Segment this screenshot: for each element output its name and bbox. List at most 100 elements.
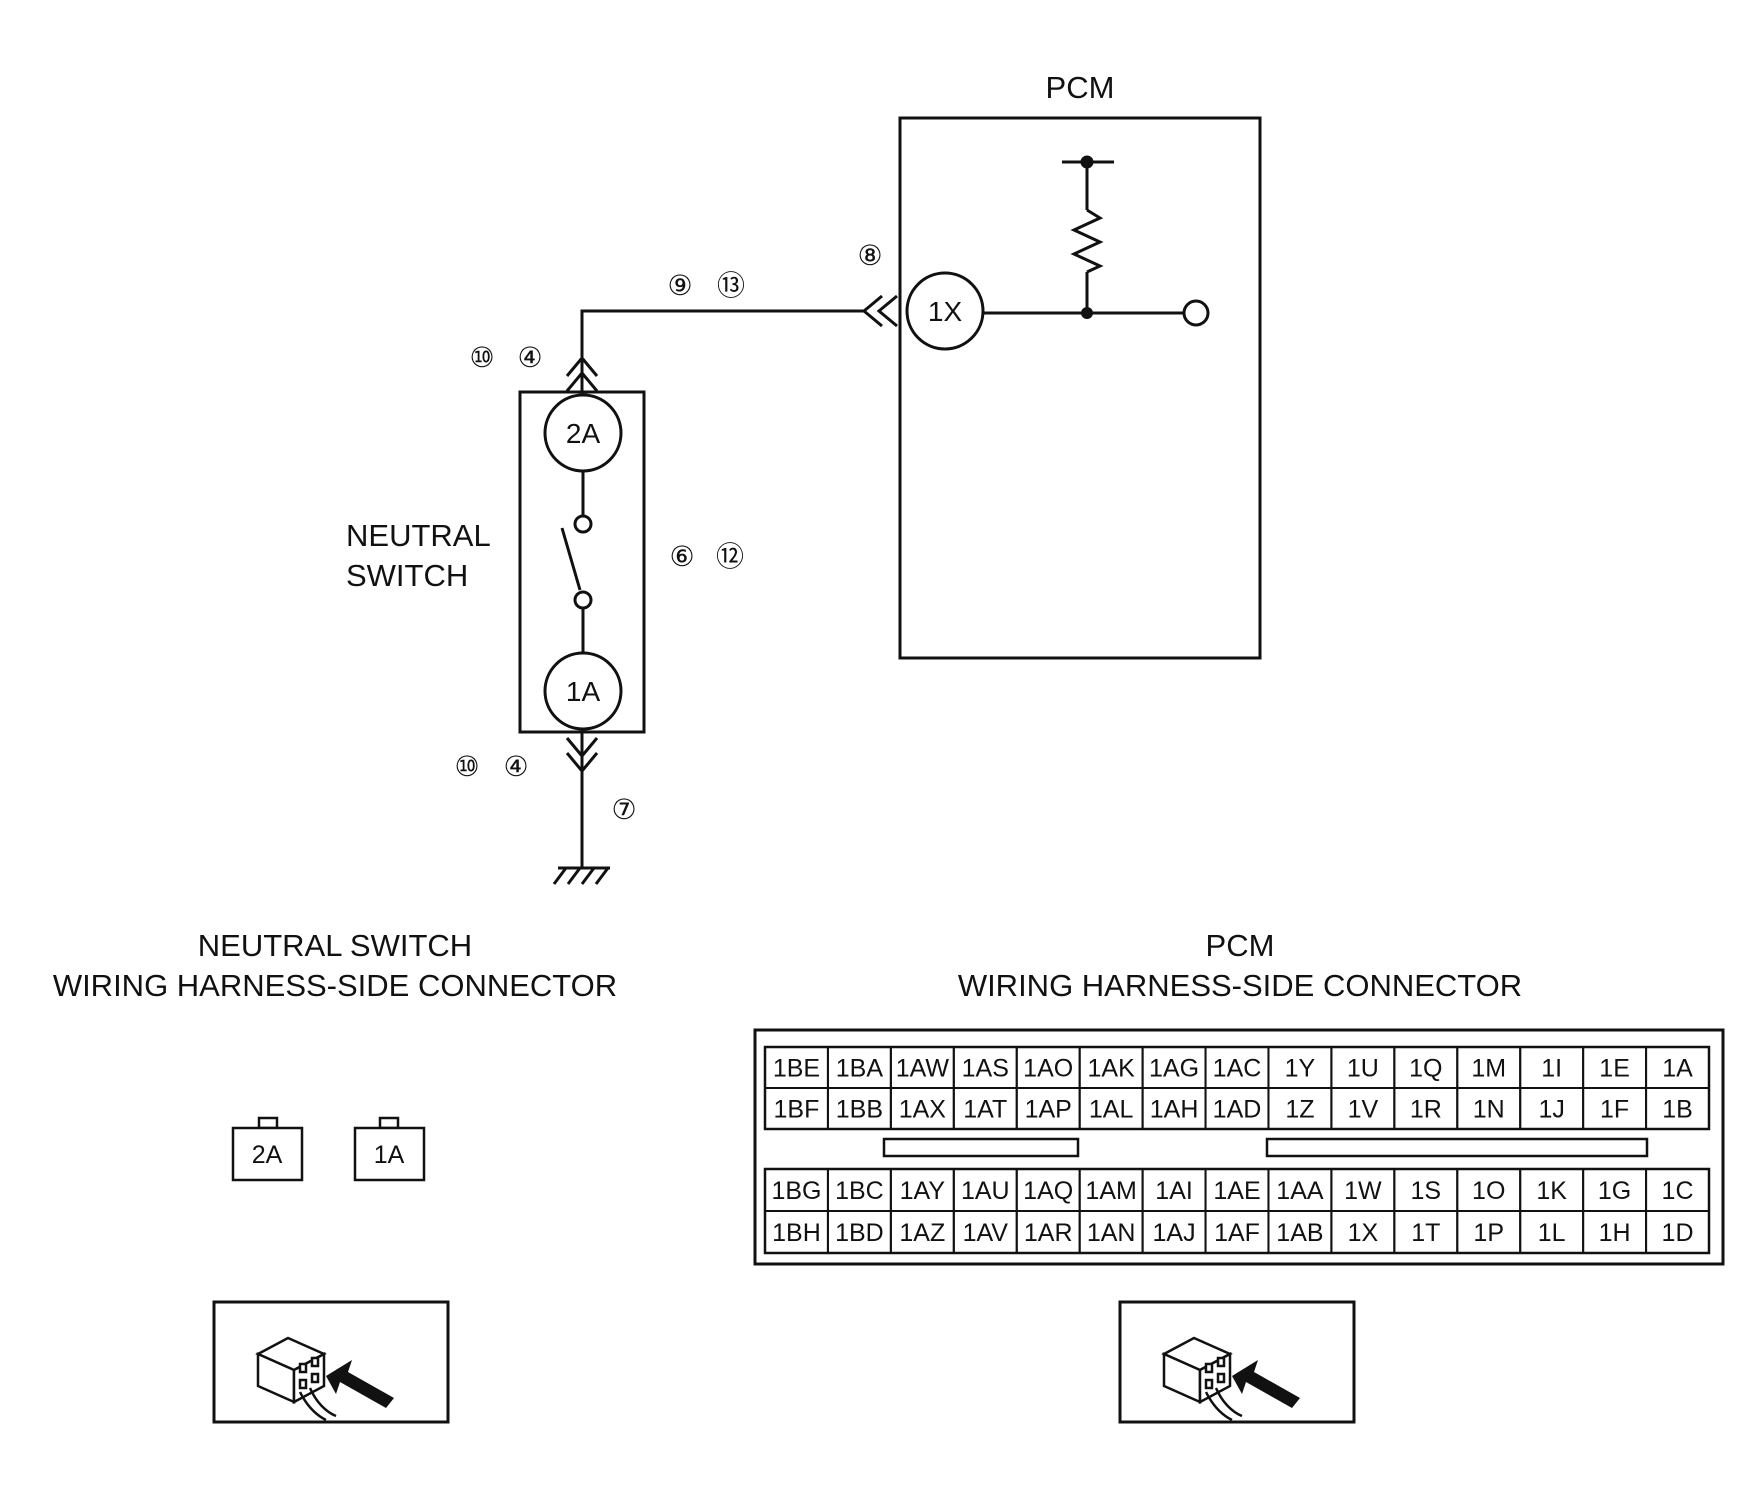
- pcm-connector-pin-label: 1V: [1348, 1096, 1379, 1124]
- pcm-connector-pin-label: 1BH: [772, 1219, 821, 1247]
- neutral-connector-pin-2A: 2A: [231, 1116, 304, 1182]
- callout-switch-a: ⑥: [669, 541, 694, 572]
- pcm-connector-grid: 1BE 1BA 1AW 1AS 1AO 1AK 1AG 1AC 1Y 1U 1Q 1M 1I 1E 1A 1B…: [764, 1046, 1710, 1254]
- pcm-connector-pin-label: 1P: [1473, 1219, 1504, 1247]
- pcm-connector-pin-label: 1AN: [1087, 1219, 1136, 1247]
- pcm-connector-outer: [753, 1028, 1725, 1266]
- pcm-connector-pin-label: 1AE: [1213, 1177, 1260, 1205]
- callout-switch-b: ⑫: [716, 541, 744, 572]
- pcm-connector-pin-label: 1E: [1599, 1055, 1630, 1083]
- pcm-connector-pin-label: 1AM: [1085, 1177, 1136, 1205]
- pcm-connector-pin-label: 1L: [1538, 1219, 1566, 1247]
- pcm-connector-pin-label: 1F: [1600, 1096, 1629, 1124]
- pcm-connector-pin-label: 1BB: [836, 1096, 883, 1124]
- pcm-connector-pin-label: 1AQ: [1023, 1177, 1073, 1205]
- switch-bottom-connector-chevron: [565, 737, 599, 774]
- pcm-connector-pin-label: 1B: [1662, 1096, 1693, 1124]
- neutral-connector-title-line1: NEUTRAL SWITCH: [198, 928, 472, 963]
- signal-wire: [580, 309, 864, 357]
- pcm-connector-pin-label: 1AD: [1213, 1096, 1262, 1124]
- pcm-connector-pin-label: 1AI: [1155, 1177, 1193, 1205]
- pcm-connector-pin-label: 1N: [1473, 1096, 1505, 1124]
- pcm-connector-pin-label: 1Y: [1285, 1055, 1316, 1083]
- pcm-connector-pin-label: 1AH: [1150, 1096, 1199, 1124]
- pcm-connector-pin-label: 1O: [1472, 1177, 1505, 1205]
- pcm-connector-pin-label: 1AR: [1024, 1219, 1073, 1247]
- pcm-connector-pin-label: 1BC: [835, 1177, 884, 1205]
- pcm-connector-pin-label: 1BA: [836, 1055, 884, 1083]
- switch-label-line1: NEUTRAL: [346, 518, 491, 553]
- pcm-connector-pin-label: 1AS: [962, 1055, 1009, 1083]
- pcm-connector-pin-label: 1AU: [961, 1177, 1010, 1205]
- pcm-connector-pin-label: 1AP: [1025, 1096, 1072, 1124]
- pcm-connector-pin-label: 1AO: [1023, 1055, 1073, 1083]
- pcm-connector-key-right: [1265, 1137, 1649, 1158]
- pcm-connector-pin-label: 1D: [1662, 1219, 1694, 1247]
- switch-pin-top-label: 2A: [566, 418, 601, 449]
- pcm-pin-label: 1X: [928, 296, 963, 327]
- pcm-pin-circle: [905, 271, 985, 351]
- switch-contact: [560, 471, 593, 653]
- pcm-connector-pin-label: 1R: [1410, 1096, 1442, 1124]
- pcm-connector-pin-label: 1W: [1344, 1177, 1382, 1205]
- pcm-connector-pin-label: 1C: [1662, 1177, 1694, 1205]
- pcm-connector-pin-label: 1BG: [771, 1177, 821, 1205]
- neutral-connector-title-line2: WIRING HARNESS-SIDE CONNECTOR: [53, 968, 617, 1003]
- pcm-connector-pin-label: 1H: [1599, 1219, 1631, 1247]
- pcm-connector-pin-label: 1AV: [963, 1219, 1009, 1247]
- pcm-connector-pin-label: 1AC: [1213, 1055, 1262, 1083]
- switch-label-line2: SWITCH: [346, 558, 468, 593]
- ground-icon: [552, 866, 610, 885]
- pcm-connector-pin-label: 1Z: [1285, 1096, 1314, 1124]
- pcm-connector-cell: [1645, 1210, 1710, 1254]
- pcm-connector-pin-label: 1AK: [1088, 1055, 1136, 1083]
- pcm-terminal: [1182, 299, 1210, 327]
- pcm-connector-pin-label: 1BF: [774, 1096, 820, 1124]
- pcm-connector-pin-label: 1G: [1598, 1177, 1631, 1205]
- callout-wire-b: ⑬: [717, 270, 745, 301]
- pcm-connector-cell: [1645, 1087, 1710, 1130]
- pcm-connector-pin-label: 1AF: [1214, 1219, 1260, 1247]
- pcm-connector-pin-label: 1AL: [1089, 1096, 1134, 1124]
- pcm-connector-pin-label: 1J: [1538, 1096, 1564, 1124]
- pcm-connector-pin-label: 1U: [1347, 1055, 1379, 1083]
- callout-ground: ⑦: [611, 794, 636, 825]
- pcm-connector-pin-label: 1X: [1348, 1219, 1379, 1247]
- neutral-connector-pin-1A: 1A: [353, 1116, 426, 1182]
- switch-pin-bottom-label: 1A: [566, 676, 601, 707]
- callout-pcm-pin: ⑧: [857, 240, 882, 271]
- pcm-connector-pin-label: 1Q: [1409, 1055, 1442, 1083]
- svg-text:2A: 2A: [252, 1141, 283, 1169]
- pcm-connector-pin-label: 1AW: [896, 1055, 950, 1083]
- pcm-connector-pin-label: 1K: [1536, 1177, 1567, 1205]
- pull-up-resistor: [1062, 155, 1114, 313]
- pcm-connector-key-left: [882, 1137, 1080, 1158]
- pcm-connector-pin-label: 1AT: [963, 1096, 1007, 1124]
- callout-top-conn-b: ④: [517, 342, 542, 373]
- pcm-connector-pin-label: 1AJ: [1153, 1219, 1196, 1247]
- callout-top-conn-a: ⑩: [469, 342, 494, 373]
- pcm-connector-pin-label: 1AA: [1276, 1177, 1324, 1205]
- pcm-connector-pin-label: 1M: [1471, 1055, 1506, 1083]
- connector-view-icon: [212, 1300, 450, 1424]
- pcm-connector-pin-label: 1T: [1411, 1219, 1440, 1247]
- switch-pin-bottom-circle: [543, 651, 623, 731]
- pcm-connector-pin-label: 1AX: [899, 1096, 947, 1124]
- pcm-connector-pin-label: 1I: [1541, 1055, 1562, 1083]
- callout-bottom-conn-b: ④: [503, 751, 528, 782]
- pcm-connector-pin-label: 1S: [1411, 1177, 1442, 1205]
- pcm-connector-pin-label: 1A: [1662, 1055, 1693, 1083]
- svg-text:1A: 1A: [374, 1141, 405, 1169]
- connector-view-icon: [1118, 1300, 1356, 1424]
- pcm-label: PCM: [1046, 70, 1115, 105]
- pcm-connector-pin-label: 1AB: [1276, 1219, 1323, 1247]
- pcm-connector-chevron: [861, 294, 898, 328]
- pcm-connector-pin-label: 1BE: [773, 1055, 820, 1083]
- pcm-connector-pin-label: 1BD: [835, 1219, 884, 1247]
- callout-bottom-conn-a: ⑩: [454, 751, 479, 782]
- pcm-connector-pin-label: 1AY: [900, 1177, 946, 1205]
- callout-wire-a: ⑨: [667, 270, 692, 301]
- pcm-connector-pin-label: 1AG: [1149, 1055, 1199, 1083]
- pcm-connector-title-line1: PCM: [1206, 928, 1275, 963]
